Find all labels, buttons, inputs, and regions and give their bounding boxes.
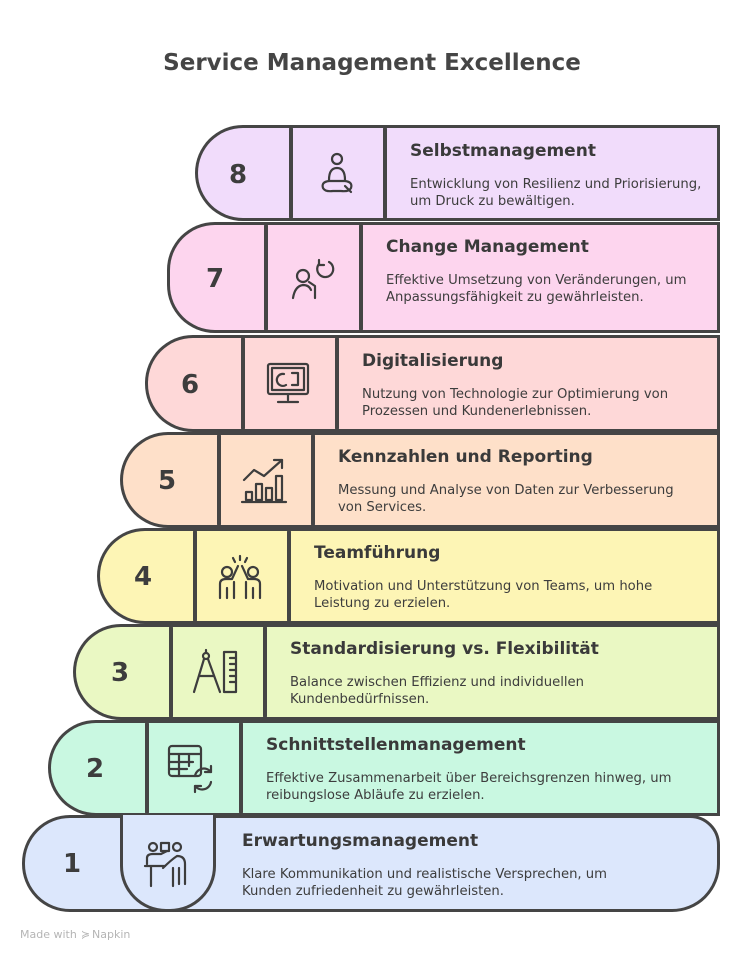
brand-name: Napkin (92, 928, 131, 941)
napkin-logo-icon: ≽ (80, 928, 91, 941)
divider (335, 337, 339, 430)
step-heading: Erwartungsmanagement (242, 831, 479, 851)
step-number-tab (167, 222, 272, 333)
step-number-tab (195, 125, 295, 221)
text-panel (239, 720, 720, 816)
made-with-napkin-footer[interactable]: Made with≽Napkin (20, 928, 130, 941)
step-description: Effektive Zusammenarbeit über Bereichsgr… (266, 771, 672, 803)
step-number-tab (97, 528, 199, 624)
text-panel (263, 624, 720, 720)
step-heading: Schnittstellenmanagement (266, 735, 526, 755)
text-panel (335, 335, 720, 432)
table-sync-icon (165, 742, 217, 794)
divider (145, 722, 149, 814)
divider (193, 530, 197, 622)
bar-chart-trend-icon (238, 454, 290, 506)
monitor-sync-icon (262, 358, 314, 410)
text-panel (383, 125, 720, 221)
high-five-icon (214, 552, 266, 604)
text-panel (359, 222, 720, 333)
divider (239, 722, 243, 814)
divider (169, 626, 173, 718)
icon-segment (218, 432, 314, 528)
made-with-label: Made with (20, 928, 77, 941)
icon-segment (170, 624, 266, 720)
icon-segment (242, 335, 338, 432)
step-number-tab (48, 720, 151, 816)
step-number: 8 (228, 160, 248, 190)
icon-segment (146, 720, 242, 816)
step-heading: Kennzahlen und Reporting (338, 447, 593, 467)
icon-segment (265, 222, 363, 333)
step-number: 7 (205, 264, 225, 294)
person-refresh-icon (285, 252, 337, 304)
step-description: Balance zwischen Effizienz und individue… (290, 675, 585, 707)
icon-segment (194, 528, 290, 624)
step-number-tab (73, 624, 175, 720)
step-heading: Standardisierung vs. Flexibilität (290, 639, 599, 659)
text-panel (311, 432, 720, 528)
step-number: 3 (110, 658, 130, 688)
divider (264, 224, 268, 331)
divider (383, 127, 387, 219)
step-number: 5 (157, 466, 177, 496)
step-heading: Selbstmanagement (410, 141, 596, 161)
step-number-tab (120, 432, 223, 528)
step-description: Nutzung von Technologie zur Optimierung … (362, 387, 669, 419)
step-number: 4 (133, 562, 153, 592)
step-description: Messung und Analyse von Daten zur Verbes… (338, 483, 674, 515)
divider (241, 337, 245, 430)
divider (263, 626, 267, 718)
step-number: 1 (62, 849, 82, 879)
divider (289, 127, 293, 219)
step-heading: Change Management (386, 237, 589, 257)
step-number: 6 (180, 370, 200, 400)
icon-segment (290, 125, 386, 221)
divider (311, 434, 315, 526)
step-description: Klare Kommunikation und realistische Ver… (242, 867, 608, 899)
divider (287, 530, 291, 622)
step-heading: Digitalisierung (362, 351, 504, 371)
meditation-person-icon (311, 148, 363, 200)
step-description: Entwicklung von Resilienz und Priorisier… (410, 177, 702, 209)
step-description: Effektive Umsetzung von Veränderungen, u… (386, 273, 687, 305)
text-panel (287, 528, 720, 624)
divider (217, 434, 221, 526)
divider (359, 224, 363, 331)
step-number-tab (145, 335, 247, 432)
page-title: Service Management Excellence (163, 50, 581, 76)
compass-ruler-icon (190, 646, 242, 698)
step-heading: Teamführung (314, 543, 441, 563)
step-description: Motivation und Unterstützung von Teams, … (314, 579, 653, 611)
presenter-icon (143, 838, 195, 890)
step-number: 2 (85, 754, 105, 784)
